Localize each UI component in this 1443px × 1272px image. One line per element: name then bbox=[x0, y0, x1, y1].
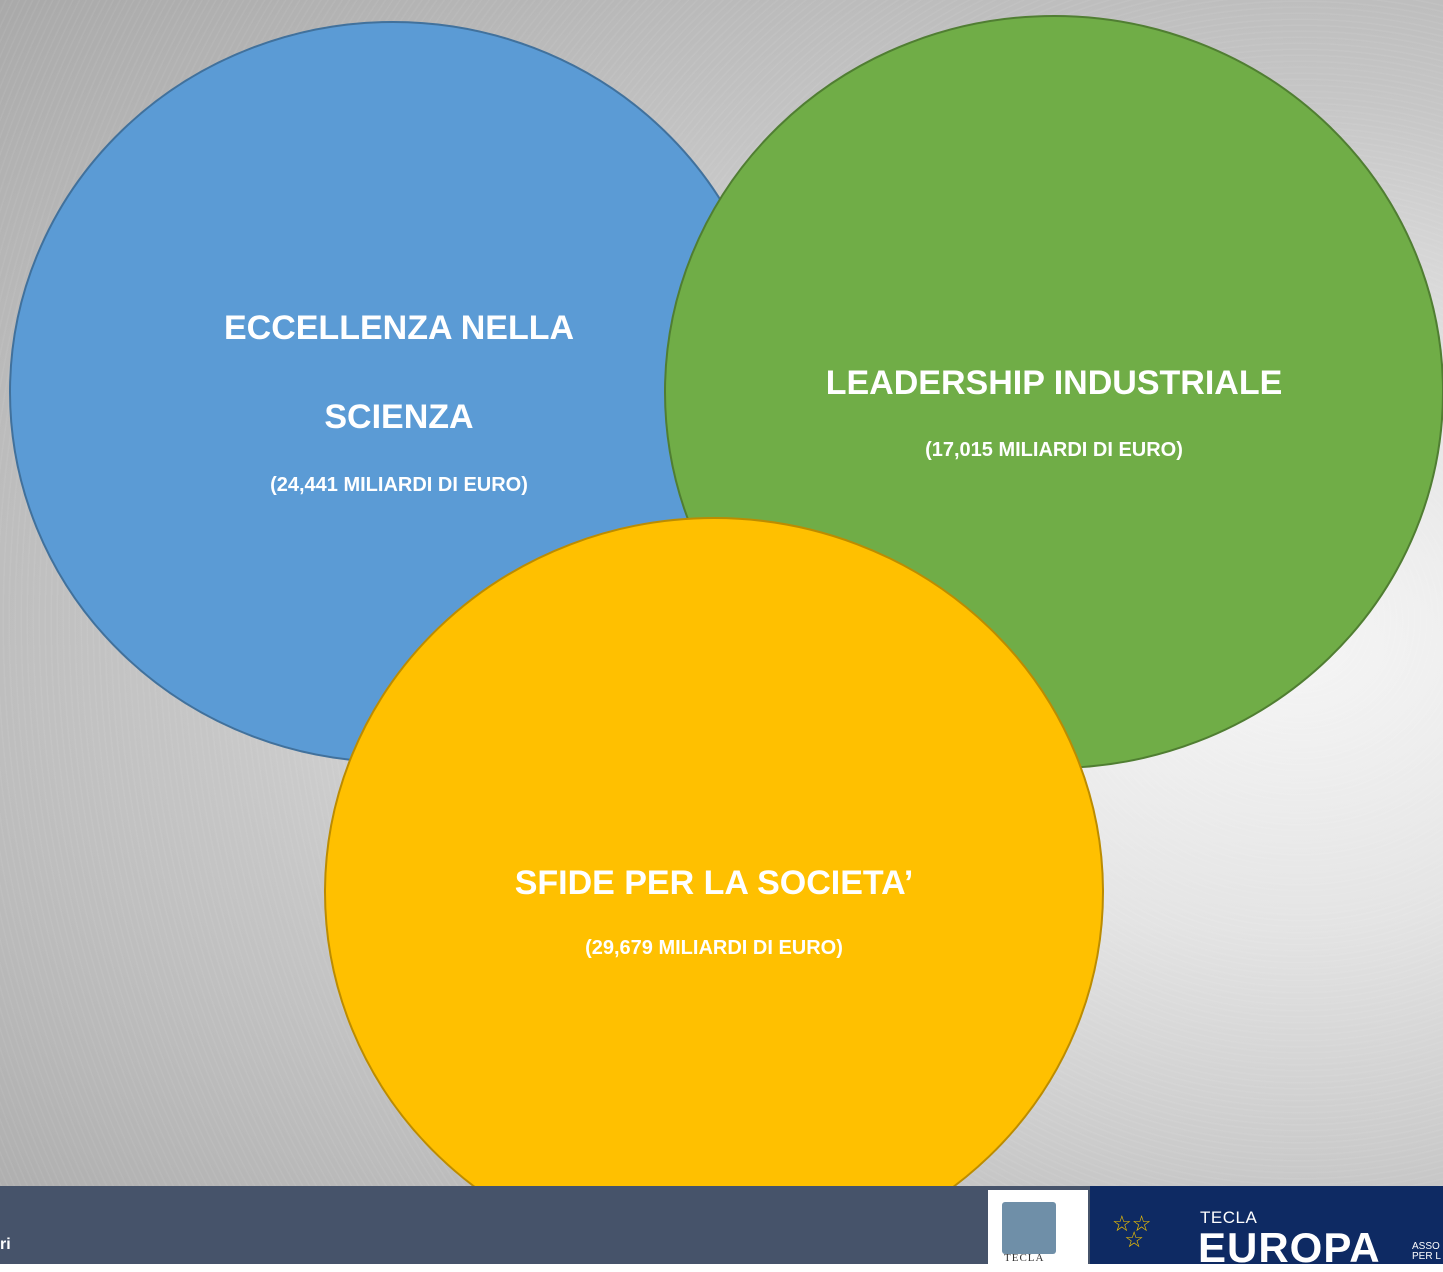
science-title-line1: ECCELLENZA NELLA bbox=[224, 309, 574, 347]
society-title: SFIDE PER LA SOCIETA’ bbox=[515, 864, 914, 902]
brand-big-text: EUROPA bbox=[1198, 1224, 1381, 1271]
brand-tail-line2: PER L bbox=[1412, 1251, 1441, 1262]
footer-text: ri bbox=[0, 1236, 11, 1253]
tecla-logo-caption: TECLA bbox=[1004, 1252, 1045, 1264]
tecla-europa-brand: ☆☆ ☆ TECLA EUROPA ASSO PER L bbox=[1090, 1186, 1443, 1271]
industry-amount: (17,015 MILIARDI DI EURO) bbox=[925, 439, 1183, 461]
tecla-logo: TECLA bbox=[988, 1190, 1088, 1270]
brand-small-text: TECLA bbox=[1200, 1208, 1258, 1227]
brand-tail-text: ASSO PER L bbox=[1412, 1242, 1441, 1262]
society-amount: (29,679 MILIARDI DI EURO) bbox=[585, 937, 843, 959]
europe-map-icon bbox=[1002, 1202, 1056, 1254]
society-circle bbox=[324, 517, 1104, 1264]
science-title-line2: SCIENZA bbox=[324, 398, 473, 436]
stars-icon: ☆☆ ☆ bbox=[1112, 1211, 1152, 1252]
industry-title: LEADERSHIP INDUSTRIALE bbox=[826, 364, 1283, 402]
brand-tail-line1: ASSO bbox=[1412, 1241, 1440, 1252]
science-amount: (24,441 MILIARDI DI EURO) bbox=[270, 474, 528, 496]
